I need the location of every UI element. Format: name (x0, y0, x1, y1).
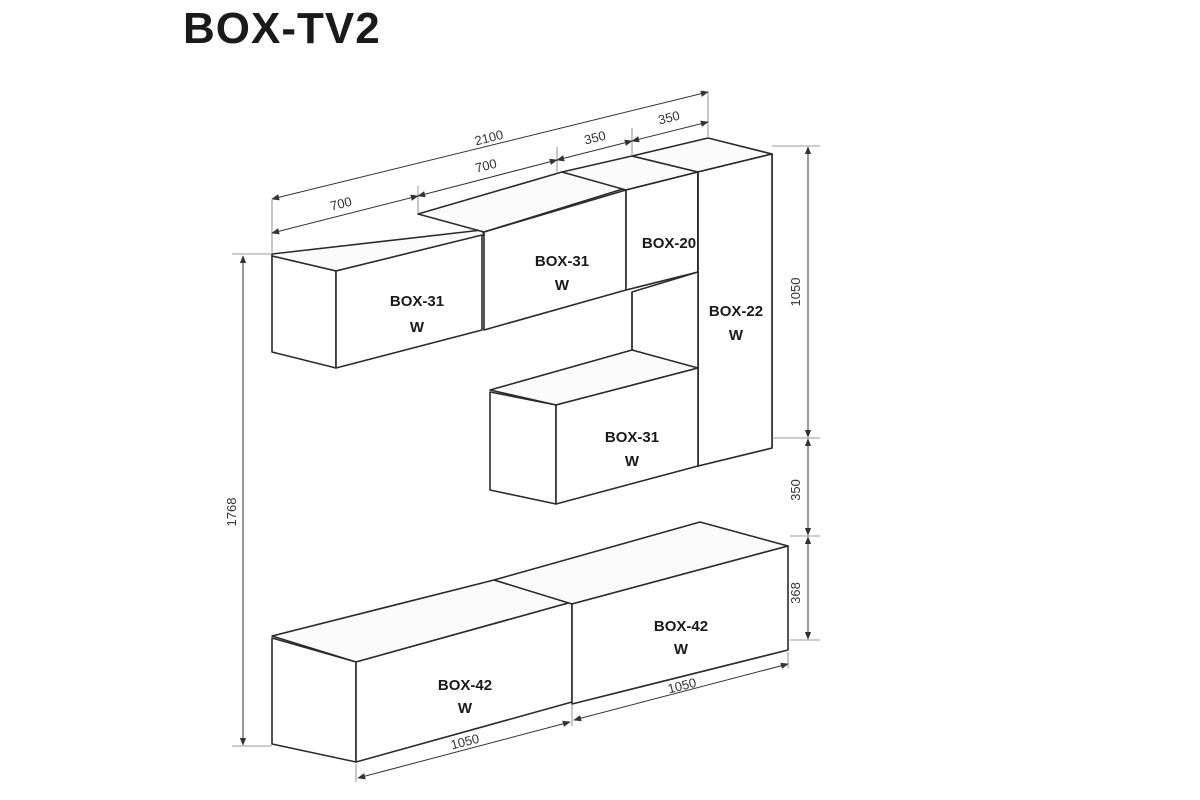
open-niche (631, 271, 699, 371)
module-code-label: BOX-31 (390, 293, 444, 310)
dimension-box20-width: 350 (583, 128, 608, 148)
middle-box31 (489, 349, 699, 505)
module-finish-label: W (555, 277, 570, 294)
top-dimensions (271, 90, 709, 254)
dimension-lower-left-width: 1050 (449, 731, 481, 753)
right-dimensions (772, 145, 820, 641)
module-code-label: BOX-42 (438, 677, 492, 694)
lower-left-box42 (271, 579, 573, 763)
module-finish-label: W (458, 700, 473, 717)
module-code-label: BOX-42 (654, 618, 708, 635)
dimension-lower-height: 368 (788, 582, 803, 604)
module-finish-label: W (625, 453, 640, 470)
dimension-total-width: 2100 (473, 127, 505, 149)
dimension-box22-width: 350 (657, 108, 682, 128)
page-title: BOX-TV2 (183, 4, 381, 53)
left-dimension (232, 253, 272, 747)
dimension-upper-mid-width: 700 (474, 156, 499, 176)
upper-left-box31 (271, 229, 485, 369)
module-code-label: BOX-22 (709, 303, 763, 320)
module-finish-label: W (410, 319, 425, 336)
module-code-label: BOX-31 (535, 253, 589, 270)
module-code-label: BOX-20 (642, 235, 696, 252)
bottom-dimensions (355, 652, 789, 782)
dimension-lower-right-width: 1050 (666, 675, 698, 697)
dimension-tall-height: 1050 (788, 278, 803, 307)
dimension-overall-height: 1768 (224, 498, 239, 527)
dimension-gap-height: 350 (788, 479, 803, 501)
dimension-upper-left-width: 700 (329, 194, 354, 214)
module-finish-label: W (729, 327, 744, 344)
module-finish-label: W (674, 641, 689, 658)
module-code-label: BOX-31 (605, 429, 659, 446)
